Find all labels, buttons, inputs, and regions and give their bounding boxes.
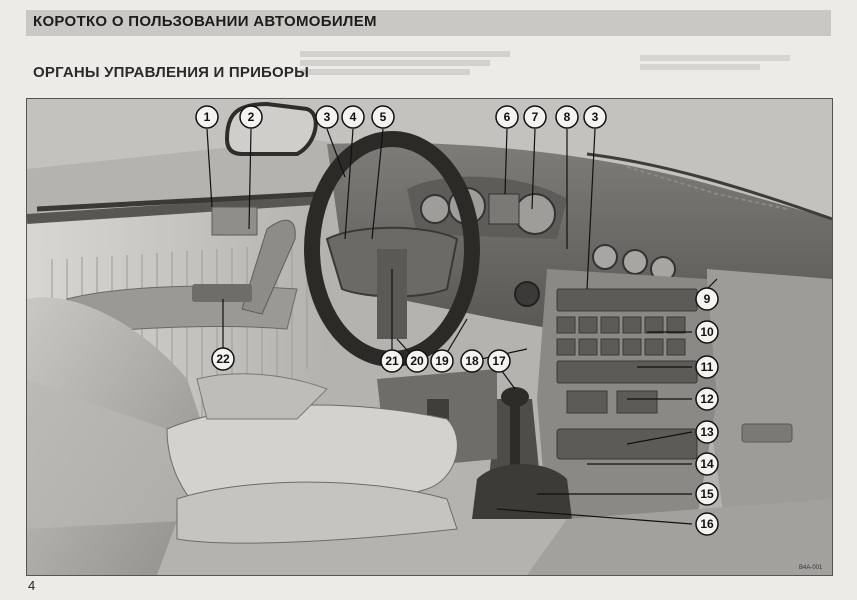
callout-8: 8 [564,110,571,124]
callout-10: 10 [700,325,714,339]
callout-3: 3 [324,110,331,124]
dashboard-drawing: 1 2 3 4 5 6 7 8 3 9 10 11 12 13 14 15 16… [27,99,832,575]
callout-5: 5 [380,110,387,124]
callout-6: 6 [504,110,511,124]
callout-15: 15 [700,487,714,501]
callout-22: 22 [216,352,230,366]
callout-19: 19 [435,354,449,368]
header-bar [26,10,831,36]
callout-3b: 3 [592,110,599,124]
callout-9: 9 [704,292,711,306]
callout-13: 13 [700,425,714,439]
chapter-title: КОРОТКО О ПОЛЬЗОВАНИИ АВТОМОБИЛЕМ [33,13,377,30]
section-title: ОРГАНЫ УПРАВЛЕНИЯ И ПРИБОРЫ [33,64,309,81]
callout-21: 21 [385,354,399,368]
callout-18: 18 [465,354,479,368]
bleed-through-text [300,48,530,78]
callout-12: 12 [700,392,714,406]
callout-1: 1 [204,110,211,124]
callout-11: 11 [701,360,714,374]
callout-16: 16 [700,517,714,531]
figure-reference-code: B4A-001 [799,565,823,571]
dashboard-illustration: 1 2 3 4 5 6 7 8 3 9 10 11 12 13 14 15 16… [26,98,833,576]
bleed-through-text-right [640,52,810,73]
page-number: 4 [28,578,36,593]
callout-4: 4 [350,110,357,124]
callout-14: 14 [700,457,714,471]
callout-17: 17 [492,354,506,368]
callout-7: 7 [532,110,539,124]
callout-20: 20 [410,354,424,368]
callout-2: 2 [248,110,255,124]
